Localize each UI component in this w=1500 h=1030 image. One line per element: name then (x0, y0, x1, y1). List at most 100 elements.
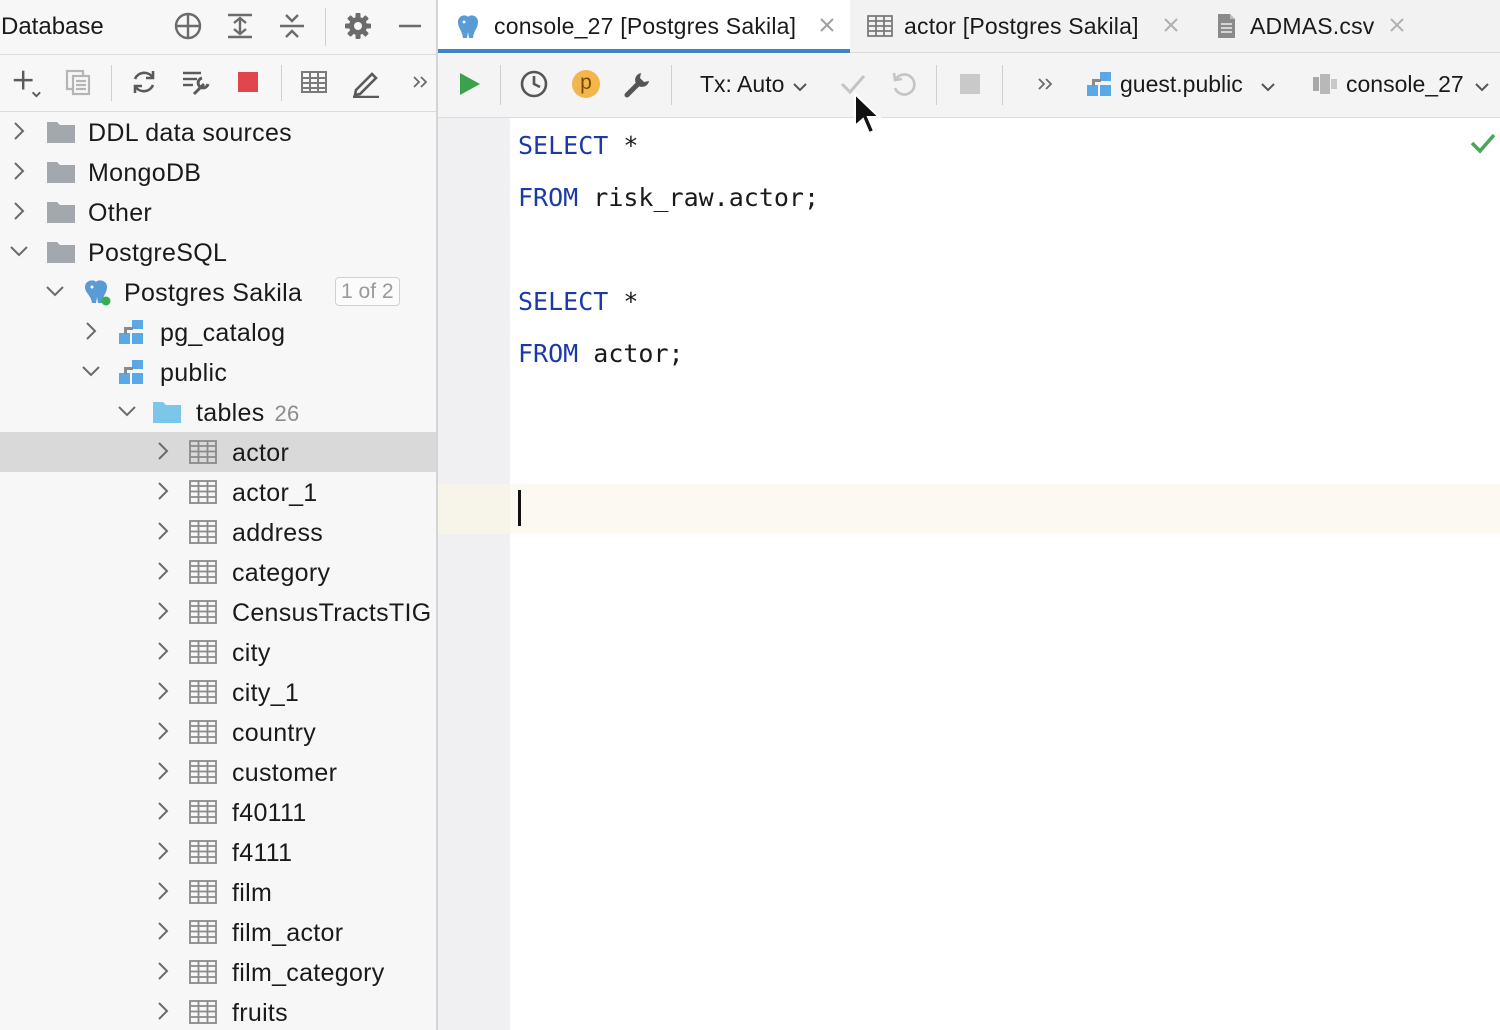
chevron-right-icon[interactable] (152, 880, 174, 902)
chevron-right-icon[interactable] (8, 120, 30, 142)
tree-item-count: 26 (274, 401, 300, 426)
settings-wrench-icon[interactable] (621, 67, 655, 101)
chevron-right-icon[interactable] (152, 1000, 174, 1022)
tree-item-text: Other (88, 199, 153, 227)
chevron-down-icon[interactable] (792, 79, 808, 95)
schema-icon (1082, 67, 1116, 101)
tree-item[interactable]: country (0, 712, 436, 752)
tree-item[interactable]: city (0, 632, 436, 672)
chevron-right-icon[interactable] (152, 680, 174, 702)
properties-tools-icon[interactable] (180, 66, 212, 98)
chevron-right-icon[interactable] (152, 760, 174, 782)
schema-selector[interactable]: guest.public (1120, 71, 1243, 97)
code-line[interactable]: SELECT * (518, 286, 638, 318)
stop-icon[interactable] (232, 66, 264, 98)
tree-item[interactable]: customer (0, 752, 436, 792)
tree-item[interactable]: DDL data sources (0, 112, 436, 152)
table-view-icon[interactable] (298, 66, 330, 98)
chevron-right-icon[interactable] (152, 480, 174, 502)
run-play-icon[interactable] (452, 67, 486, 101)
chevron-right-icon[interactable] (152, 920, 174, 942)
chevron-right-icon[interactable] (152, 520, 174, 542)
settings-gear-icon[interactable] (342, 10, 374, 42)
close-icon[interactable] (1386, 14, 1408, 36)
chevron-right-icon[interactable] (80, 320, 102, 342)
chevron-right-icon[interactable] (152, 560, 174, 582)
edit-pencil-icon[interactable] (350, 66, 382, 98)
chevron-down-icon[interactable] (1474, 79, 1490, 95)
tree-item[interactable]: address (0, 512, 436, 552)
tree-item-label: city_1 (232, 678, 299, 708)
collapse-all-icon[interactable] (276, 10, 308, 42)
tree-item[interactable]: pg_catalog (0, 312, 436, 352)
chevron-right-icon[interactable] (152, 800, 174, 822)
chevron-right-icon[interactable] (8, 160, 30, 182)
minimize-icon[interactable] (394, 10, 426, 42)
more-chevrons-icon[interactable] (1028, 67, 1062, 101)
tree-item[interactable]: film_category (0, 952, 436, 992)
locate-icon[interactable] (172, 10, 204, 42)
tree-item[interactable]: MongoDB (0, 152, 436, 192)
tree-item[interactable]: film_actor (0, 912, 436, 952)
chevron-right-icon[interactable] (152, 720, 174, 742)
parameters-p-icon[interactable]: p (569, 67, 603, 101)
tree-item[interactable]: city_1 (0, 672, 436, 712)
chevron-right-icon[interactable] (8, 200, 30, 222)
datasource-count-badge[interactable]: 1 of 2 (335, 277, 400, 306)
refresh-icon[interactable] (128, 66, 160, 98)
mouse-pointer-icon (854, 92, 882, 135)
chevron-down-icon[interactable] (8, 240, 30, 262)
chevron-right-icon[interactable] (152, 640, 174, 662)
chevron-right-icon[interactable] (152, 440, 174, 462)
tree-item[interactable]: actor_1 (0, 472, 436, 512)
add-icon[interactable] (10, 66, 42, 98)
tree-item[interactable]: Other (0, 192, 436, 232)
chevron-right-icon[interactable] (152, 840, 174, 862)
no-problems-check-icon[interactable] (1468, 128, 1498, 158)
tab-console-27[interactable]: console_27 [Postgres Sakila] (438, 0, 850, 53)
tree-item[interactable]: f40111 (0, 792, 436, 832)
chevron-down-icon[interactable] (44, 280, 66, 302)
tree-item[interactable]: category (0, 552, 436, 592)
tx-mode-dropdown[interactable]: Tx: Auto (700, 71, 785, 97)
code-line[interactable]: FROM actor; (518, 338, 684, 370)
session-selector[interactable]: console_27 (1346, 71, 1464, 97)
chevron-down-icon[interactable] (1260, 79, 1276, 95)
chevron-right-icon[interactable] (152, 960, 174, 982)
tree-item-text: fruits (232, 999, 288, 1027)
close-icon[interactable] (1160, 14, 1182, 36)
tab-admas-csv[interactable]: ADMAS.csv (1200, 0, 1420, 52)
panel-divider[interactable] (436, 0, 438, 1030)
tree-item[interactable]: f4111 (0, 832, 436, 872)
tab-actor[interactable]: actor [Postgres Sakila] (852, 0, 1198, 52)
tables-folder-icon (152, 398, 182, 426)
tree-item[interactable]: PostgreSQL (0, 232, 436, 272)
rollback-icon[interactable] (887, 67, 921, 101)
sql-editor[interactable]: SELECT * FROM risk_raw.actor; SELECT * F… (438, 118, 1500, 1030)
chevron-down-icon[interactable] (116, 400, 138, 422)
code-line[interactable]: SELECT * (518, 130, 638, 162)
chevron-down-icon[interactable] (80, 360, 102, 382)
tree-item[interactable]: fruits (0, 992, 436, 1030)
expand-all-icon[interactable] (224, 10, 256, 42)
chevron-right-icon[interactable] (152, 600, 174, 622)
header-separator (325, 8, 326, 46)
tree-item-label: customer (232, 758, 337, 788)
more-chevrons-icon[interactable] (404, 66, 436, 98)
tree-item-label: film (232, 878, 272, 908)
duplicate-icon[interactable] (62, 66, 94, 98)
tree-item[interactable]: CensusTractsTIG (0, 592, 436, 632)
tree-item[interactable]: public (0, 352, 436, 392)
tree-item[interactable]: film (0, 872, 436, 912)
code-line[interactable]: FROM risk_raw.actor; (518, 182, 819, 214)
close-icon[interactable] (816, 14, 838, 36)
current-line-gutter (438, 484, 510, 534)
tab-label: console_27 [Postgres Sakila] (494, 13, 797, 39)
commit-check-icon[interactable] (836, 67, 870, 101)
history-clock-icon[interactable] (517, 67, 551, 101)
cancel-stop-icon[interactable] (953, 67, 987, 101)
tree-item[interactable]: actor (0, 432, 436, 472)
